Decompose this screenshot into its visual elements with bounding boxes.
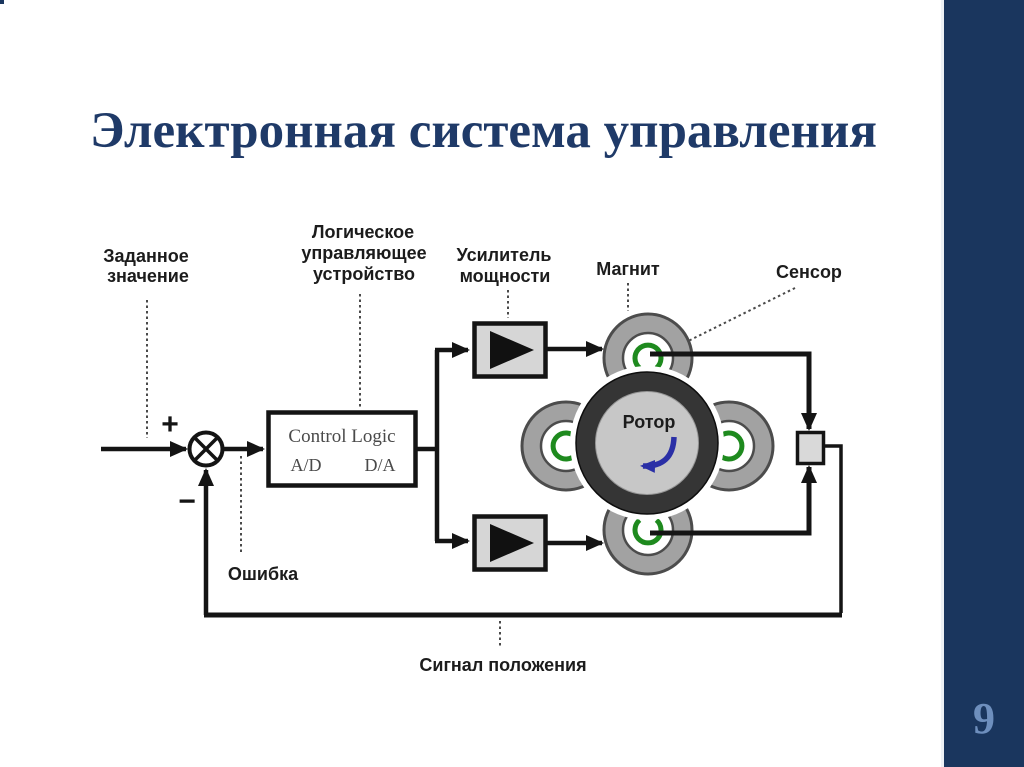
coil-icon xyxy=(632,342,664,370)
set-value-label-line2: значение xyxy=(107,266,189,286)
corner-mark xyxy=(0,0,4,4)
power-amplifier-bottom xyxy=(472,514,548,572)
rotor-core xyxy=(595,391,699,495)
set-value-label-line1: Заданное xyxy=(103,246,188,266)
sidebar-divider xyxy=(941,0,944,767)
logic-device-label-line2: управляющее xyxy=(301,243,426,263)
magnet-label: Магнит xyxy=(596,259,660,279)
power-amplifier-top xyxy=(472,321,548,379)
slide-title: Электронная система управления xyxy=(90,103,877,159)
plus-sign: + xyxy=(161,408,179,441)
logic-device-label-line1: Логическое xyxy=(312,222,414,242)
coil-icon xyxy=(632,518,664,546)
rotor-rotation-arrow-icon xyxy=(640,436,677,473)
logic-device-label-line3: устройство xyxy=(313,264,415,284)
sensor-output-wire xyxy=(824,444,843,613)
page-number: 9 xyxy=(973,694,995,743)
control-logic-box xyxy=(266,410,418,488)
error-label: Ошибка xyxy=(228,564,299,584)
control-logic-da: D/A xyxy=(365,455,396,475)
amplifier-label-line1: Усилитель xyxy=(457,245,552,265)
amplifier-triangle-icon xyxy=(490,331,534,369)
sensor-bottom-wire xyxy=(650,465,817,536)
sensor-top-wire xyxy=(650,351,817,431)
sensor-label: Сенсор xyxy=(776,262,842,282)
rotor: Ротор xyxy=(570,366,724,520)
control-logic-block: Control Logic A/D D/A xyxy=(266,410,418,488)
amplifier-label-line2: мощности xyxy=(460,266,551,286)
right-sidebar xyxy=(944,0,1024,767)
junction-cross xyxy=(193,436,219,462)
amplifier-triangle-icon xyxy=(490,524,534,562)
rotor-label: Ротор xyxy=(623,412,676,432)
control-logic-ad: A/D xyxy=(291,455,322,475)
position-signal-label: Сигнал положения xyxy=(419,655,586,675)
signal-wires xyxy=(101,341,843,618)
diagram-labels: Заданное значение Логическое управляющее… xyxy=(103,222,842,675)
sensor-block xyxy=(795,430,826,466)
minus-sign: − xyxy=(178,485,196,518)
control-logic-title: Control Logic xyxy=(288,426,395,447)
coil-icon xyxy=(550,430,578,462)
coil-icon xyxy=(717,430,745,462)
summing-junction-symbol: + − xyxy=(161,408,225,518)
